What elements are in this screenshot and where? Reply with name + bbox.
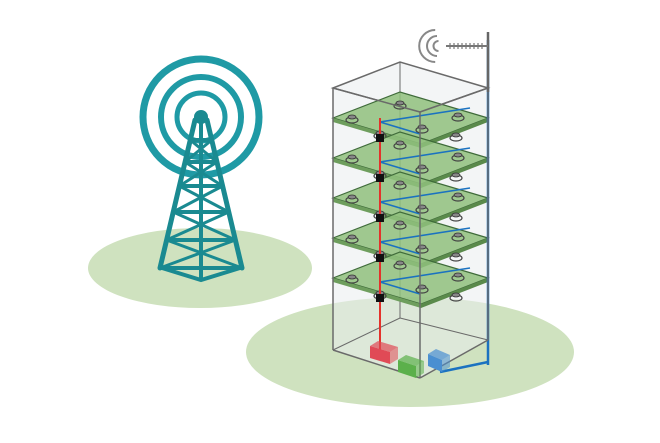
antenna-dome (417, 124, 427, 130)
antenna-dome (417, 244, 427, 250)
antenna-dome (347, 194, 357, 200)
tower-brace (178, 184, 230, 214)
antenna-dome (395, 180, 405, 186)
building-floors (331, 91, 490, 308)
tower-brace (172, 184, 224, 214)
amplifier-unit-icon-side (416, 361, 424, 378)
antenna-dome (395, 140, 405, 146)
ceiling-antenna-icon (345, 194, 359, 204)
building-floor-edge (399, 317, 489, 341)
floor-cable (379, 187, 471, 215)
head-end-unit-icon (370, 341, 398, 364)
antenna-dome (347, 274, 357, 280)
floor-cable (379, 147, 471, 175)
floor-plate (331, 131, 490, 188)
cell-tower-icon (139, 55, 263, 283)
floor-plate (331, 91, 490, 148)
donor-interface-icon-side (442, 355, 450, 372)
tower-brace (166, 210, 230, 242)
tower-brace (184, 160, 224, 188)
ceiling-antenna-icon (449, 292, 463, 302)
ceiling-antenna-icon (345, 234, 359, 244)
ceiling-antenna-icon (393, 140, 407, 150)
building-edge (419, 339, 489, 379)
signal-arc (426, 35, 438, 57)
amplifier-unit-icon (398, 355, 424, 378)
antenna-dome (451, 212, 461, 218)
head-end-equipment (370, 341, 450, 378)
antenna-dome (417, 164, 427, 170)
antenna-dome (453, 232, 463, 238)
building-floor-edge (332, 317, 401, 351)
splitter-block (376, 294, 384, 302)
antenna-dome (451, 252, 461, 258)
antenna-dome (417, 284, 427, 290)
ceiling-antenna-icon (393, 260, 407, 270)
antenna-dome (451, 292, 461, 298)
floor-cable (379, 107, 471, 135)
antenna-dome (395, 220, 405, 226)
ceiling-antenna-icon (451, 272, 465, 282)
head-end-unit-icon-side (390, 347, 398, 364)
tower-beacon (194, 110, 208, 124)
head-end-unit-icon-top (370, 341, 398, 352)
splitter-block (376, 254, 384, 262)
building-front-edges (332, 87, 489, 379)
blue-feed-cable (439, 360, 489, 374)
ceiling-antenna-icon (393, 220, 407, 230)
tower-brace (178, 160, 218, 188)
antenna-dome (451, 132, 461, 138)
building-edge (332, 87, 421, 113)
antenna-dome (395, 100, 405, 106)
antenna-dome (347, 114, 357, 120)
antenna-dome (453, 272, 463, 278)
tower-base (161, 266, 241, 283)
donor-interface-icon-top (428, 349, 450, 360)
ceiling-antenna-icon (449, 132, 463, 142)
tower-brace (159, 238, 236, 270)
ceiling-antenna-icon (449, 212, 463, 222)
floor-cable (379, 227, 471, 255)
ceiling-antenna-icon (451, 192, 465, 202)
floor-cable (379, 267, 471, 295)
antenna-dome (453, 192, 463, 198)
tower-brace (189, 138, 218, 164)
antenna-dome (347, 154, 357, 160)
antenna-dome (453, 152, 463, 158)
antenna-dome (347, 234, 357, 240)
ceiling-antenna-icon (345, 274, 359, 284)
signal-arc (418, 29, 436, 63)
ceiling-antenna-icon (393, 100, 407, 110)
ceiling-antenna-icon (393, 180, 407, 190)
splitter-block (376, 174, 384, 182)
ceiling-antenna-icon (345, 154, 359, 164)
tower-leg (157, 117, 245, 271)
ceiling-antenna-icon (451, 232, 465, 242)
donor-antenna-icon (418, 29, 490, 92)
tower-brace (172, 210, 236, 242)
splitter-block (376, 214, 384, 222)
ceiling-antenna-icon (449, 172, 463, 182)
tower-brace (166, 238, 243, 270)
antenna-dome (395, 260, 405, 266)
building-edge (419, 87, 489, 113)
antenna-dome (417, 204, 427, 210)
antenna-dome (453, 112, 463, 118)
ceiling-antenna-icon (345, 114, 359, 124)
antenna-dome (451, 172, 461, 178)
ceiling-antenna-icon (449, 252, 463, 262)
tower-brace (184, 138, 213, 164)
ceiling-antenna-icon (451, 152, 465, 162)
amplifier-unit-icon-top (398, 355, 424, 366)
splitter-block (376, 134, 384, 142)
ceiling-antenna-icon (451, 112, 465, 122)
signal-arc (432, 40, 439, 52)
donor-interface-icon (428, 349, 450, 372)
